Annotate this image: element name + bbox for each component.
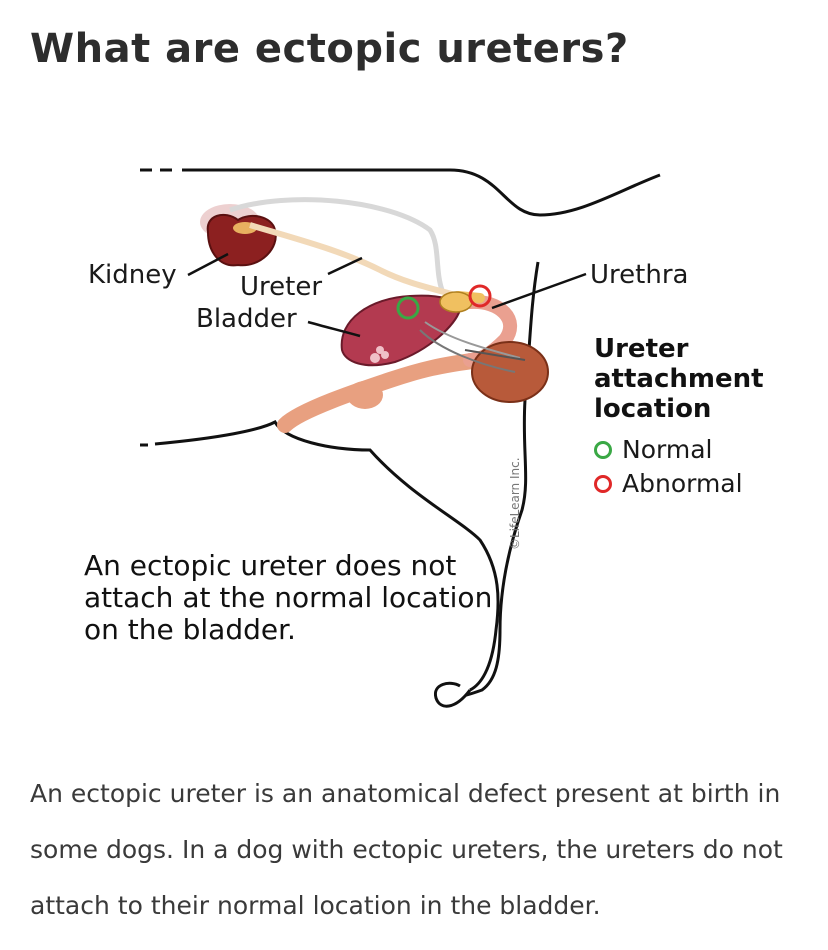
anatomy-illustration (140, 168, 661, 708)
grey-vessel (419, 329, 516, 373)
legend-label-abnormal: Abnormal (622, 469, 743, 498)
grey-vessel-2 (424, 321, 521, 359)
ureter (249, 222, 459, 299)
bladder-label: Bladder (196, 304, 297, 334)
ureter-label: Ureter (240, 272, 323, 302)
legend-label-normal: Normal (622, 435, 713, 464)
belly-outline (154, 419, 500, 692)
red-circle-icon (594, 474, 612, 493)
legend-item-abnormal: Abnormal (594, 469, 743, 498)
watermark: ©LifeLearn Inc. (508, 457, 522, 550)
ureter-terminal (439, 291, 473, 313)
bladder-leader (307, 320, 361, 338)
back-outline (182, 168, 661, 217)
normal-attachment-marker (396, 296, 420, 320)
ureter-faded (229, 197, 445, 291)
bulbus (347, 381, 383, 409)
abnormal-attachment-marker (468, 284, 492, 308)
prostate (471, 341, 549, 403)
urethra-label: Urethra (590, 260, 689, 290)
body-paragraph: An ectopic ureter is an anatomical defec… (30, 779, 783, 920)
ectopic-ureter-diagram: Kidney Ureter Bladder Urethra Ureter att… (60, 150, 780, 730)
kidney-leader (187, 252, 229, 277)
kidney-label: Kidney (88, 260, 177, 290)
urethra-leader (491, 272, 587, 310)
paw (433, 681, 472, 708)
ureter-leader (327, 256, 363, 276)
prepuce (277, 352, 488, 433)
green-circle-icon (594, 440, 612, 459)
legend-item-normal: Normal (594, 435, 712, 464)
page-title: What are ectopic ureters? (30, 26, 629, 72)
diagram-caption: An ectopic ureter does not attach at the… (84, 549, 493, 646)
legend-title: Ureter attachment location (594, 334, 764, 424)
tube-leader (464, 349, 526, 361)
